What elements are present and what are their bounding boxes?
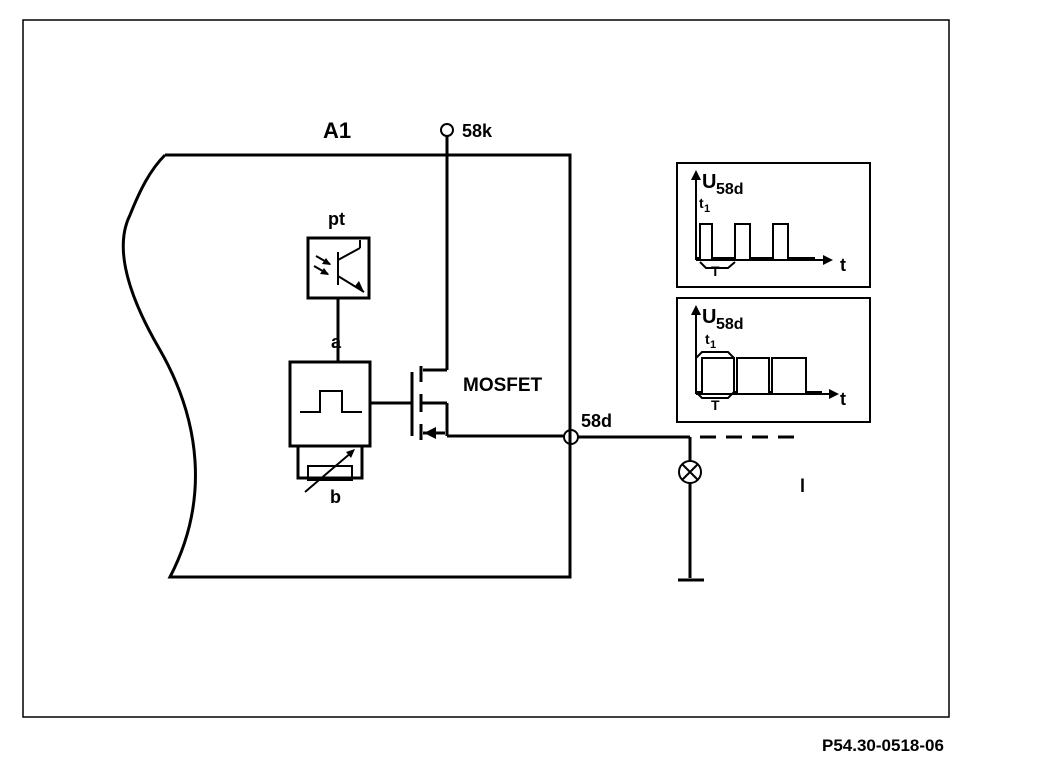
svg-text:58d: 58d	[716, 181, 744, 198]
svg-text:t: t	[699, 195, 704, 211]
svg-text:T: T	[711, 397, 720, 413]
svg-text:1: 1	[710, 339, 716, 351]
lamp-icon	[678, 460, 702, 484]
potentiometer-label: b	[330, 487, 341, 507]
svg-text:t: t	[705, 331, 710, 347]
mosfet-arrow-icon	[424, 427, 436, 439]
svg-text:1: 1	[704, 203, 710, 215]
svg-text:T: T	[711, 263, 720, 279]
graph-2: U 58d t 1 T t	[676, 297, 871, 423]
module-a1-outline	[121, 153, 572, 579]
module-a1-label: A1	[323, 118, 351, 143]
terminal-58d-label: 58d	[581, 411, 612, 431]
graph-1: U 58d t 1 T t	[676, 162, 871, 288]
terminal-58k-icon	[440, 123, 454, 137]
terminal-58k-label: 58k	[462, 121, 493, 141]
connection-a-label: a	[331, 332, 342, 352]
lamp-label: l	[800, 476, 805, 496]
phototransistor-icon	[313, 240, 365, 293]
pulse-generator-box	[288, 360, 372, 448]
phototransistor-label: pt	[328, 209, 345, 229]
svg-text:U: U	[702, 171, 716, 193]
figure-reference: P54.30-0518-06	[822, 736, 944, 755]
pulse-icon	[300, 390, 362, 413]
svg-text:t: t	[840, 389, 846, 409]
outer-frame	[22, 19, 950, 718]
svg-text:58d: 58d	[716, 316, 744, 333]
svg-text:U: U	[702, 306, 716, 328]
potentiometer-icon	[307, 465, 353, 481]
svg-text:t: t	[840, 255, 846, 275]
mosfet-label: MOSFET	[463, 375, 543, 396]
